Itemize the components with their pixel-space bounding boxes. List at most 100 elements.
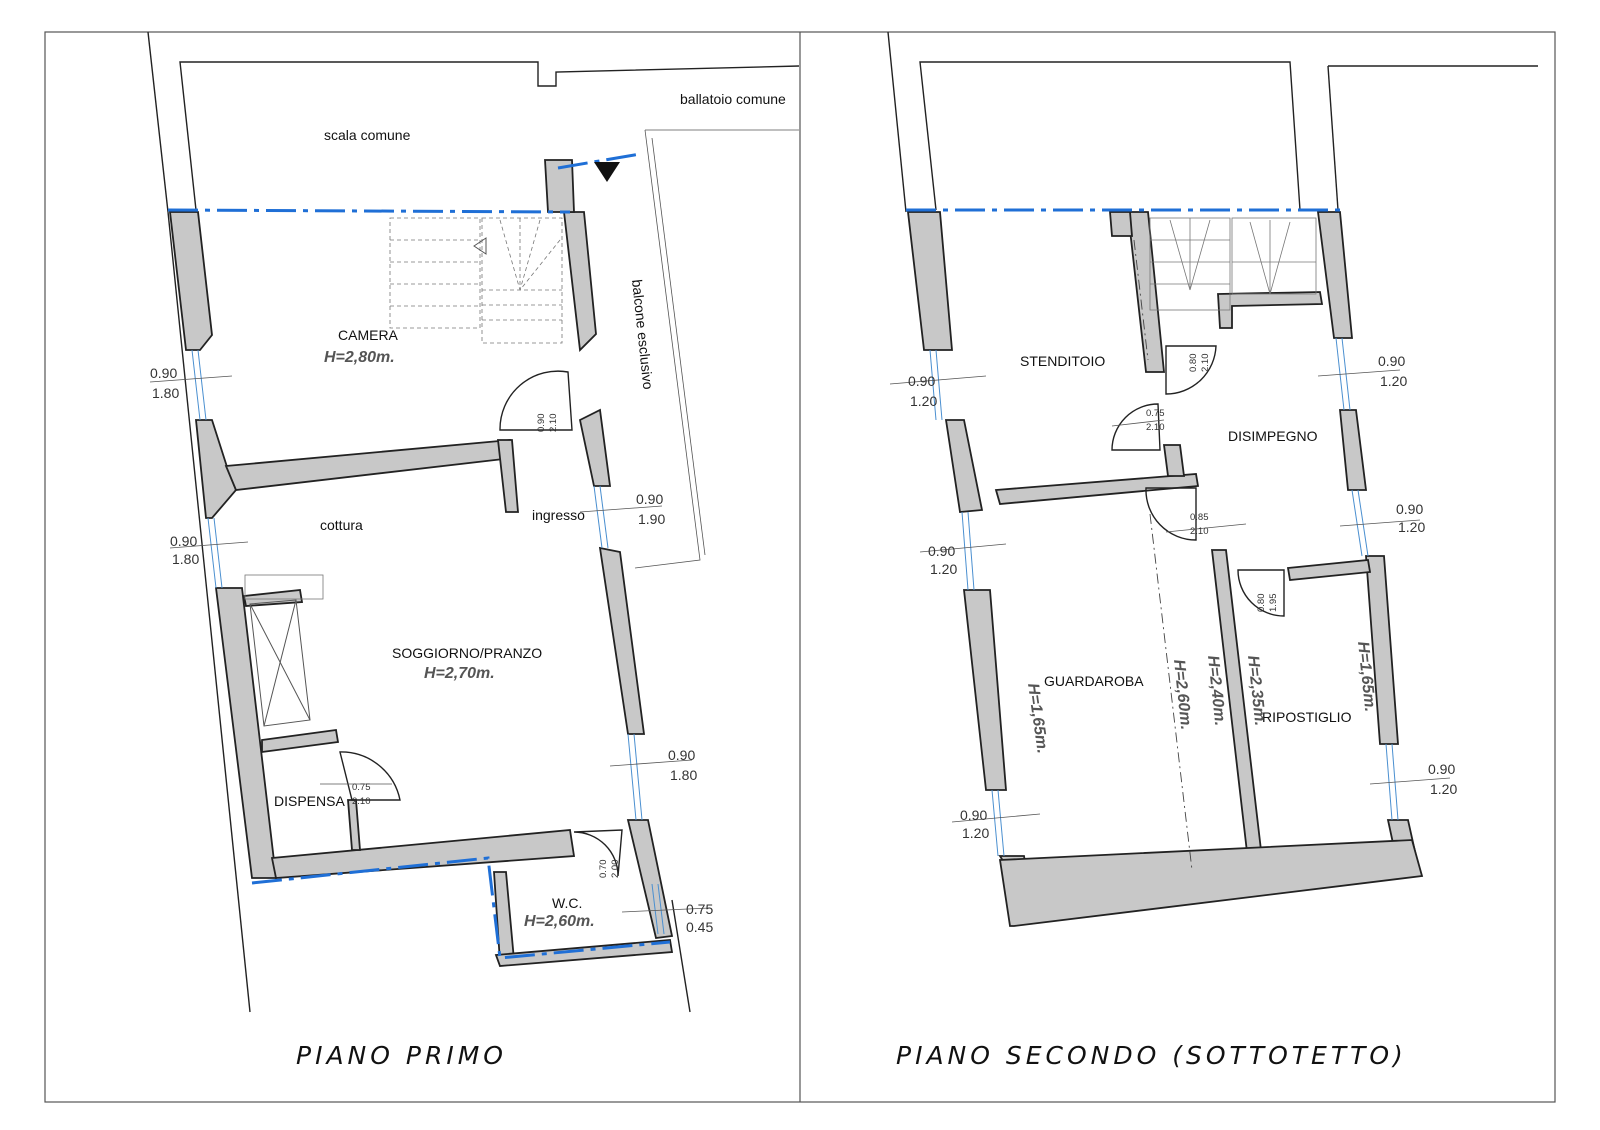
door-dim: 0.85 [1190,512,1209,523]
room-label-stenditoio: STENDITOIO [1020,353,1105,369]
wall [626,819,674,939]
height-label: H=2,35m. [1244,655,1268,727]
window-dim: 1.90 [638,511,665,527]
wall [994,473,1200,505]
wall [224,439,513,491]
door-swing [1111,403,1161,451]
window-dim: 1.80 [670,767,697,783]
wall [544,159,575,213]
wall [496,439,519,513]
wall [1217,291,1324,329]
wall [494,939,674,967]
door-dim: 0.75 [352,782,371,793]
wall [493,871,515,964]
window-dim: 1.20 [930,561,957,577]
window-dim: 0.90 [170,533,197,549]
door-dim: 2.10 [1200,354,1211,373]
room-label-ingresso: ingresso [532,507,585,523]
door-dim: 0.80 [1188,354,1199,373]
door-dim: 2.10 [1146,422,1165,433]
window-dim: 0.90 [928,543,955,559]
wall [261,728,340,754]
entrance-arrow-icon [594,162,620,182]
stair-direction-icon [473,237,487,255]
window-marker [191,349,665,935]
property-boundary [251,856,671,960]
room-label-guardaroba: GUARDAROBA [1044,673,1144,689]
wall [1109,211,1133,237]
window-dim: 1.80 [172,551,199,567]
door-dim: 0.75 [1146,408,1165,419]
room-label-wc: W.C. [552,895,582,911]
room-label-scala: scala comune [324,127,411,143]
wall [1365,555,1399,745]
door-dim: 0.90 [536,414,547,433]
door-dim: 2.00 [610,860,621,879]
door-swing [499,370,573,431]
stair-icon [1149,217,1317,311]
wall [270,829,576,879]
window-dim: 0.90 [636,491,663,507]
door-swing [339,751,401,801]
wall [1316,211,1353,339]
wall [562,211,597,352]
wall [944,419,984,513]
window-dim: 0.90 [1428,761,1455,777]
door-swing [1165,345,1217,395]
plan-first-floor: scala comune ballatoio comune CAMERA H=2… [147,31,800,1070]
window-dim: 1.80 [152,385,179,401]
window-dim: 0.75 [686,901,713,917]
plan-title-second: PIANO SECONDO (SOTTOTETTO) [896,1041,1407,1070]
window-dim: 0.90 [1378,353,1405,369]
wall [1286,559,1372,581]
window-dim: 1.20 [910,393,937,409]
door-dim: 1.95 [1268,594,1279,613]
height-label: H=2,80m. [324,349,395,366]
door-dim: 0.70 [598,860,609,879]
door-dim: 2.10 [1190,526,1209,537]
kitchen-counter [244,574,324,600]
room-label-ballatoio: ballatoio comune [680,91,786,107]
property-boundary [167,208,571,214]
door-dim: 2.10 [352,796,371,807]
window-dim: 1.20 [1430,781,1457,797]
ridge-line [1133,239,1149,361]
window-dim: 0.90 [908,373,935,389]
stair-icon [389,217,563,344]
property-boundary [557,152,641,170]
window-dim: 0.90 [668,747,695,763]
window-dim: 1.20 [1398,519,1425,535]
wall [598,546,646,735]
window-dim: 0.45 [686,919,713,935]
room-label-balcone: balcone esclusivo [629,279,656,391]
window-dim: 0.90 [150,365,177,381]
plan-title-first: PIANO PRIMO [296,1041,507,1070]
wall [347,799,361,851]
door-swing [1145,487,1197,541]
wall [1162,444,1186,477]
height-label: H=1,65m. [1024,682,1051,754]
window-dim: 1.20 [962,825,989,841]
wall [998,839,1424,927]
height-label: H=2,60m. [1170,659,1194,731]
wall [242,589,304,607]
plan-second-floor: STENDITOIO DISIMPEGNO GUARDAROBA RIPOSTI… [887,31,1538,1070]
cabinet-icon [249,599,311,727]
wall [906,211,953,351]
wall [1339,409,1368,491]
door-dim: 0.80 [1256,594,1267,613]
room-label-cottura: cottura [320,517,363,533]
wall [578,408,612,487]
room-label-disimpegno: DISIMPEGNO [1228,428,1318,444]
room-label-ripostiglio: RIPOSTIGLIO [1262,709,1352,725]
window-dim: 0.90 [1396,501,1423,517]
room-label-soggiorno: SOGGIORNO/PRANZO [392,645,542,661]
room-label-camera: CAMERA [338,327,399,343]
height-label: H=2,60m. [524,913,595,930]
wall [168,211,213,351]
height-label: H=2,70m. [424,665,495,682]
wall [214,587,278,879]
wall [962,589,1007,791]
room-label-dispensa: DISPENSA [274,793,345,809]
